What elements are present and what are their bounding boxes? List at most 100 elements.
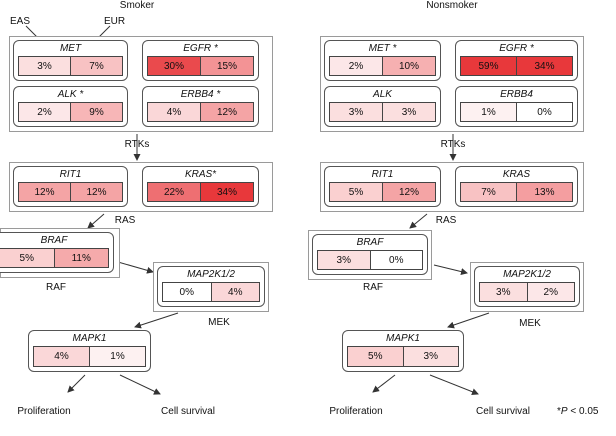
eas-value: 0% <box>163 283 211 301</box>
gene-name: MAPK1 <box>72 333 107 344</box>
eas-value: 3% <box>480 283 527 301</box>
cell-survival-label: Cell survival <box>161 406 215 417</box>
gene-card-mapk1: MAPK1 5%3% <box>342 330 464 372</box>
footnote-p: P <box>560 406 568 417</box>
eur-value: 12% <box>70 183 122 201</box>
eur-value: 3% <box>382 103 435 121</box>
gene-name: ERBB4 <box>500 89 533 100</box>
gene-name: BRAF <box>356 237 384 248</box>
legend-eur-label: EUR <box>104 16 126 27</box>
raf-label: RAF <box>46 282 66 293</box>
eas-value: 1% <box>461 103 516 121</box>
gene-card-egfr: EGFR * 30%15% <box>142 40 259 81</box>
gene-name: ERBB4 * <box>180 89 221 100</box>
braf-to-mek-arrow <box>433 264 468 275</box>
cell-survival-label: Cell survival <box>476 406 530 417</box>
gene-card-rit1: RIT1 12%12% <box>13 166 128 207</box>
footnote-threshold: < 0.05 <box>567 406 599 417</box>
mapk-to-survival-arrow <box>119 374 161 395</box>
panel-title: Smoker <box>119 0 155 11</box>
gene-card-met: MET * 2%10% <box>324 40 441 81</box>
gene-card-map2k12: MAP2K1/2 3%2% <box>474 266 580 307</box>
eur-value: 9% <box>70 103 122 121</box>
eas-value: 59% <box>461 57 516 75</box>
eur-value: 34% <box>200 183 253 201</box>
gene-name: MAP2K1/2 <box>503 269 551 280</box>
panel-title: Nonsmoker <box>426 0 478 11</box>
eur-value: 1% <box>89 347 145 366</box>
eas-value: 4% <box>148 103 200 121</box>
rtks-label: RTKs <box>440 139 466 150</box>
braf-to-mek-arrow <box>117 261 154 274</box>
legend-eas-label: EAS <box>10 16 31 27</box>
gene-card-map2k12: MAP2K1/2 0%4% <box>157 266 265 307</box>
gene-card-egfr: EGFR * 59%34% <box>455 40 578 81</box>
eur-value: 0% <box>369 251 422 269</box>
eas-value: 3% <box>318 251 370 269</box>
ras-label: RAS <box>114 215 136 226</box>
gene-card-met: MET 3%7% <box>13 40 128 81</box>
eur-value: 3% <box>402 347 458 366</box>
gene-name: ALK * <box>57 89 84 100</box>
eas-value: 22% <box>148 183 200 201</box>
mapk-to-proliferation-arrow <box>67 374 86 393</box>
gene-name: MAP2K1/2 <box>187 269 235 280</box>
eas-value: 3% <box>19 57 70 75</box>
ras-label: RAS <box>435 215 457 226</box>
significance-footnote: *P < 0.05 <box>557 406 598 418</box>
gene-name: KRAS <box>502 169 531 180</box>
eas-value: 2% <box>330 57 382 75</box>
eas-value: 7% <box>461 183 516 201</box>
gene-name: KRAS* <box>184 169 217 180</box>
raf-label: RAF <box>363 282 383 293</box>
gene-name: RIT1 <box>59 169 82 180</box>
gene-card-kras: KRAS* 22%34% <box>142 166 259 207</box>
gene-name: EGFR * <box>499 43 534 54</box>
gene-name: MET <box>59 43 82 54</box>
eur-value: 10% <box>382 57 435 75</box>
ras-to-braf-arrow <box>87 213 105 229</box>
mek-label: MEK <box>519 318 541 329</box>
eas-value: 30% <box>148 57 200 75</box>
gene-card-braf: BRAF 5%11% <box>0 232 114 273</box>
eur-value: 7% <box>70 57 122 75</box>
eas-value: 3% <box>330 103 382 121</box>
gene-name: RIT1 <box>371 169 394 180</box>
mek-to-mapk-arrow <box>447 312 490 329</box>
eas-value: 2% <box>19 103 70 121</box>
gene-name: BRAF <box>40 235 68 246</box>
gene-name: MET * <box>368 43 397 54</box>
eur-value: 15% <box>200 57 253 75</box>
gene-card-erbb4: ERBB4 * 4%12% <box>142 86 259 127</box>
eur-value: 12% <box>200 103 253 121</box>
eur-value: 11% <box>53 249 108 267</box>
proliferation-label: Proliferation <box>329 406 383 417</box>
gene-name: EGFR * <box>183 43 218 54</box>
eur-value: 0% <box>516 103 572 121</box>
mapk-to-survival-arrow <box>429 374 479 396</box>
eas-value: 5% <box>348 347 403 366</box>
eas-value: 12% <box>19 183 70 201</box>
eas-value: 5% <box>330 183 382 201</box>
eas-value: 5% <box>0 249 54 267</box>
mapk-to-proliferation-arrow <box>372 374 396 393</box>
gene-card-alk: ALK 3%3% <box>324 86 441 127</box>
mek-label: MEK <box>208 317 230 328</box>
gene-card-mapk1: MAPK1 4%1% <box>28 330 151 372</box>
gene-card-kras: KRAS 7%13% <box>455 166 578 207</box>
rtks-label: RTKs <box>124 139 150 150</box>
gene-card-erbb4: ERBB4 1%0% <box>455 86 578 127</box>
eur-value: 2% <box>526 283 574 301</box>
ras-to-braf-arrow <box>409 213 428 229</box>
eas-value: 4% <box>34 347 89 366</box>
gene-card-alk: ALK * 2%9% <box>13 86 128 127</box>
gene-card-rit1: RIT1 5%12% <box>324 166 441 207</box>
gene-name: MAPK1 <box>386 333 420 344</box>
footnote-star: * <box>557 406 561 417</box>
eur-value: 13% <box>516 183 572 201</box>
gene-card-braf: BRAF 3%0% <box>312 234 428 275</box>
eur-value: 12% <box>382 183 435 201</box>
gene-name: ALK <box>373 89 392 100</box>
eur-value: 4% <box>210 283 259 301</box>
